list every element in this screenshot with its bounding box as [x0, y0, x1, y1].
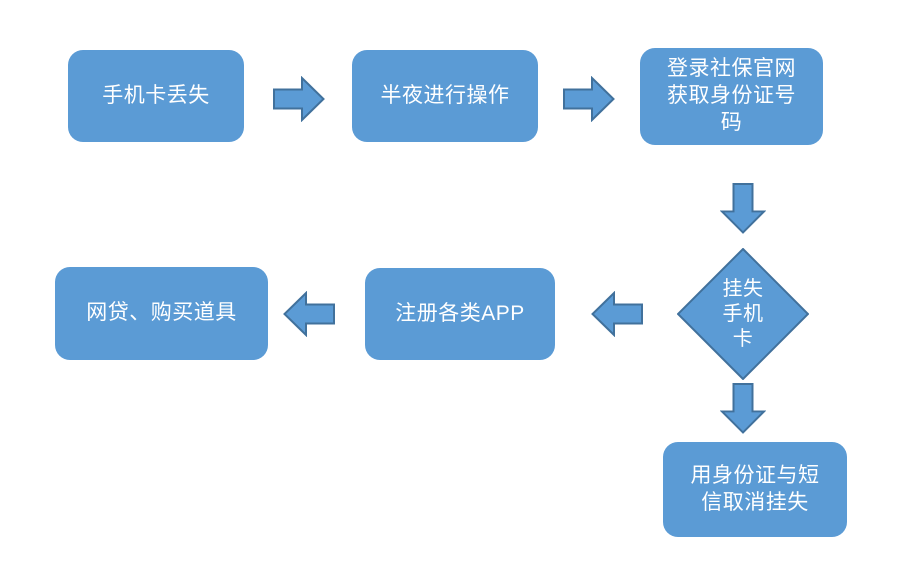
node-report-loss-sim-label: 挂失 手机 卡	[722, 277, 764, 350]
block-arrow-right-icon	[273, 76, 325, 122]
node-phone-card-lost: 手机卡丢失	[68, 50, 244, 142]
node-loans-buy-items-label: 网贷、购买道具	[86, 301, 237, 325]
diamond-shape	[677, 248, 809, 380]
node-phone-card-lost-label: 手机卡丢失	[102, 83, 210, 107]
node-operate-at-midnight-label: 半夜进行操作	[380, 83, 510, 107]
node-loans-buy-items: 网贷、购买道具	[55, 267, 268, 360]
block-arrow-down-icon	[720, 383, 766, 434]
node-get-id-number: 登录社保官网 获取身份证号 码	[640, 48, 823, 145]
node-operate-at-midnight: 半夜进行操作	[352, 50, 538, 142]
node-cancel-loss-report-label: 用身份证与短 信取消挂失	[690, 463, 820, 514]
block-arrow-left-icon	[591, 291, 643, 337]
node-register-apps: 注册各类APP	[365, 268, 555, 360]
node-register-apps-label: 注册各类APP	[395, 301, 525, 325]
block-arrow-left-icon	[283, 291, 335, 337]
node-cancel-loss-report: 用身份证与短 信取消挂失	[663, 442, 847, 537]
node-report-loss-sim: 挂失 手机 卡	[677, 248, 809, 380]
block-arrow-right-icon	[563, 76, 615, 122]
block-arrow-down-icon	[720, 183, 766, 234]
node-get-id-number-label: 登录社保官网 获取身份证号 码	[667, 57, 796, 134]
